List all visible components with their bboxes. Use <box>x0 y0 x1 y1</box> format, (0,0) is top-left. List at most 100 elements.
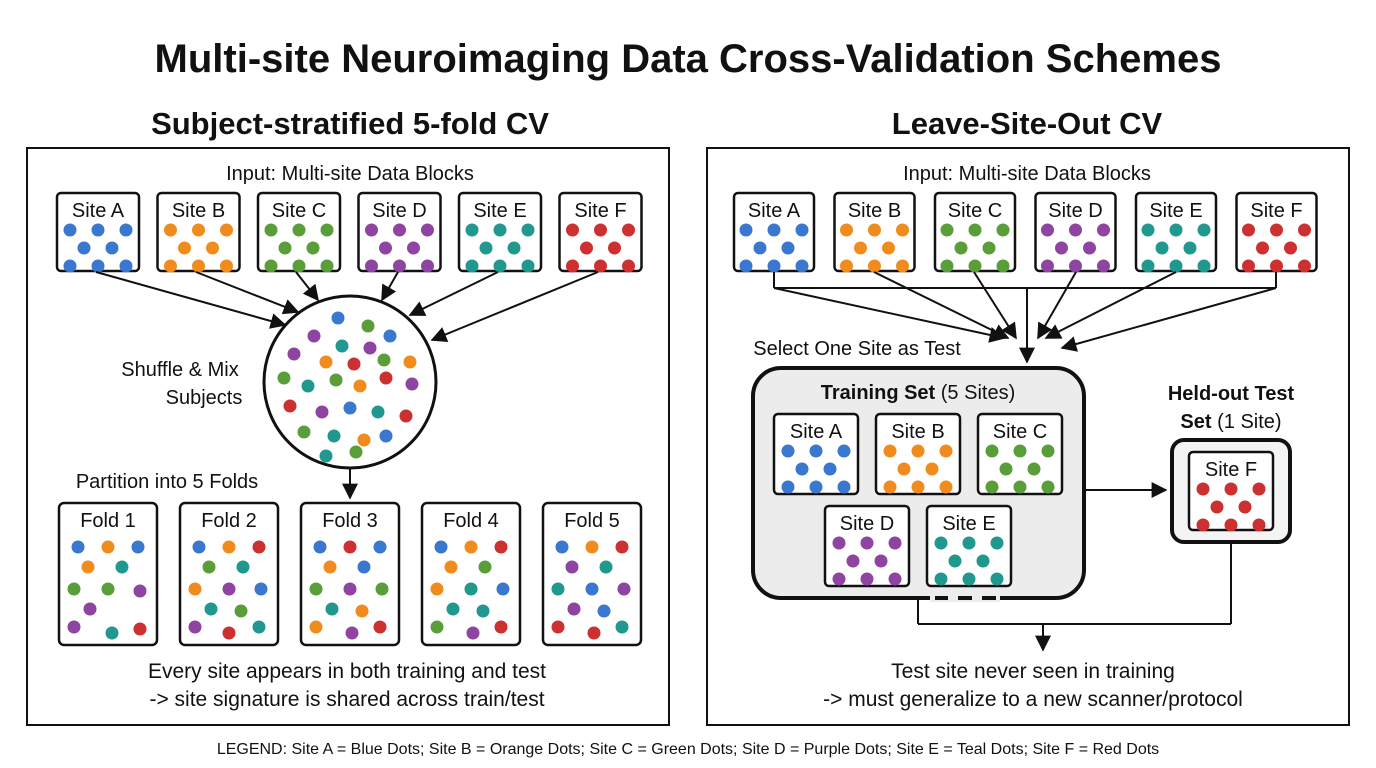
site-b-train-dot <box>925 462 939 476</box>
site-block-f: Site F <box>1235 191 1318 273</box>
site-c-train-dot <box>985 480 999 494</box>
site-f-dot <box>580 241 593 255</box>
site-c-dot <box>292 223 306 237</box>
site-label-e: Site E <box>473 200 526 222</box>
site-d-dot <box>365 259 378 273</box>
fold-dot-d <box>67 620 81 634</box>
fold-dot-e <box>115 560 129 574</box>
site-block-a: Site A <box>732 191 816 273</box>
site-e-dot <box>1169 259 1183 273</box>
site-block-e-train: Site E <box>925 504 1013 588</box>
fold-dot-e <box>325 602 339 616</box>
fold-dot-a <box>597 604 611 618</box>
fold-label-5: Fold 5 <box>564 510 620 532</box>
site-block-a: Site A <box>55 191 141 273</box>
mixed-dot-f <box>283 399 297 413</box>
collector-arrow-f <box>1060 287 1277 352</box>
site-a-train-dot <box>809 444 823 458</box>
fold-dot-f <box>222 626 236 640</box>
site-label-f-heldout: Site F <box>1205 459 1257 481</box>
site-c-dot <box>996 223 1010 237</box>
site-label-f: Site F <box>1250 200 1302 222</box>
fold-block-4: Fold 4 <box>420 501 522 647</box>
site-a-dot <box>63 223 77 237</box>
collector-arrow-c <box>973 271 1017 340</box>
site-d-dot <box>1069 223 1082 237</box>
site-b-dot <box>868 223 881 237</box>
site-f-dot <box>1270 223 1283 237</box>
site-b-dot <box>164 259 177 273</box>
site-c-train-dot <box>1013 480 1027 494</box>
site-c-dot <box>264 259 278 273</box>
site-d-dot <box>1083 241 1096 255</box>
site-e-dot <box>521 223 535 237</box>
site-block-f-heldout: Site F <box>1187 450 1275 532</box>
site-block-a-train: Site A <box>772 412 860 496</box>
site-d-dot <box>407 241 420 255</box>
fold-block-1-frame <box>57 501 159 647</box>
mixed-dot-a <box>383 329 397 343</box>
mixed-dot-b <box>353 379 367 393</box>
site-d-train-dot <box>832 572 846 586</box>
collector-arrow-d <box>1037 271 1077 340</box>
mixed-dot-e <box>301 379 315 393</box>
fold-dot-d <box>133 584 147 598</box>
mixed-dot-e <box>327 429 341 443</box>
site-e-dot <box>1197 259 1211 273</box>
fold-dot-d <box>222 582 236 596</box>
mixed-dot-c <box>377 353 391 367</box>
site-e-dot <box>1141 223 1155 237</box>
site-d-train-dot <box>846 554 860 568</box>
fold-block-5-frame <box>541 501 643 647</box>
fold-dot-c <box>101 582 115 596</box>
site-e-dot <box>521 259 535 273</box>
site-e-train-dot <box>948 554 962 568</box>
site-f-heldout-dot <box>1224 518 1238 532</box>
right-caption-line-1: Test site never seen in training <box>891 660 1175 683</box>
site-b-dot <box>192 223 205 237</box>
site-b-dot <box>840 259 853 273</box>
site-b-dot <box>896 259 909 273</box>
fold-dot-f <box>494 620 508 634</box>
site-block-d: Site D <box>1034 191 1117 273</box>
left-arrows-to-mix <box>95 271 599 342</box>
site-a-dot <box>739 259 753 273</box>
fold-dot-c <box>234 604 248 618</box>
arrow-site-b-to-mix <box>195 271 300 315</box>
site-f-dot <box>566 223 579 237</box>
fold-dot-a <box>357 560 371 574</box>
site-c-dot <box>982 241 996 255</box>
site-block-c-train: Site C <box>976 412 1064 496</box>
fold-dot-d <box>343 582 357 596</box>
site-e-dot <box>465 223 479 237</box>
site-f-dot <box>608 241 621 255</box>
site-d-dot <box>421 259 434 273</box>
mixed-dot-d <box>315 405 329 419</box>
site-b-dot <box>854 241 867 255</box>
site-d-dot <box>1069 259 1082 273</box>
fold-block-3: Fold 3 <box>299 501 401 647</box>
site-block-c: Site C <box>256 191 342 273</box>
site-a-dot <box>767 259 781 273</box>
mixed-dot-d <box>287 347 301 361</box>
site-b-train-dot <box>939 444 953 458</box>
mixed-dot-b <box>357 433 371 447</box>
fold-dot-b <box>309 620 323 634</box>
site-b-dot <box>220 259 233 273</box>
arrow-site-d-to-mix <box>381 271 399 302</box>
site-a-dot <box>105 241 119 255</box>
fold-dot-e <box>236 560 250 574</box>
site-d-train-dot <box>860 572 874 586</box>
fold-dot-c <box>375 582 389 596</box>
mixed-dot-b <box>319 355 333 369</box>
site-b-dot <box>868 259 881 273</box>
fold-dot-c <box>202 560 216 574</box>
fold-dot-e <box>446 602 460 616</box>
mixed-dot-d <box>363 341 377 355</box>
site-f-dot <box>1298 259 1311 273</box>
site-c-dot <box>320 223 334 237</box>
left-panel <box>26 147 670 726</box>
left-heading: Subject-stratified 5-fold CV <box>151 106 549 141</box>
